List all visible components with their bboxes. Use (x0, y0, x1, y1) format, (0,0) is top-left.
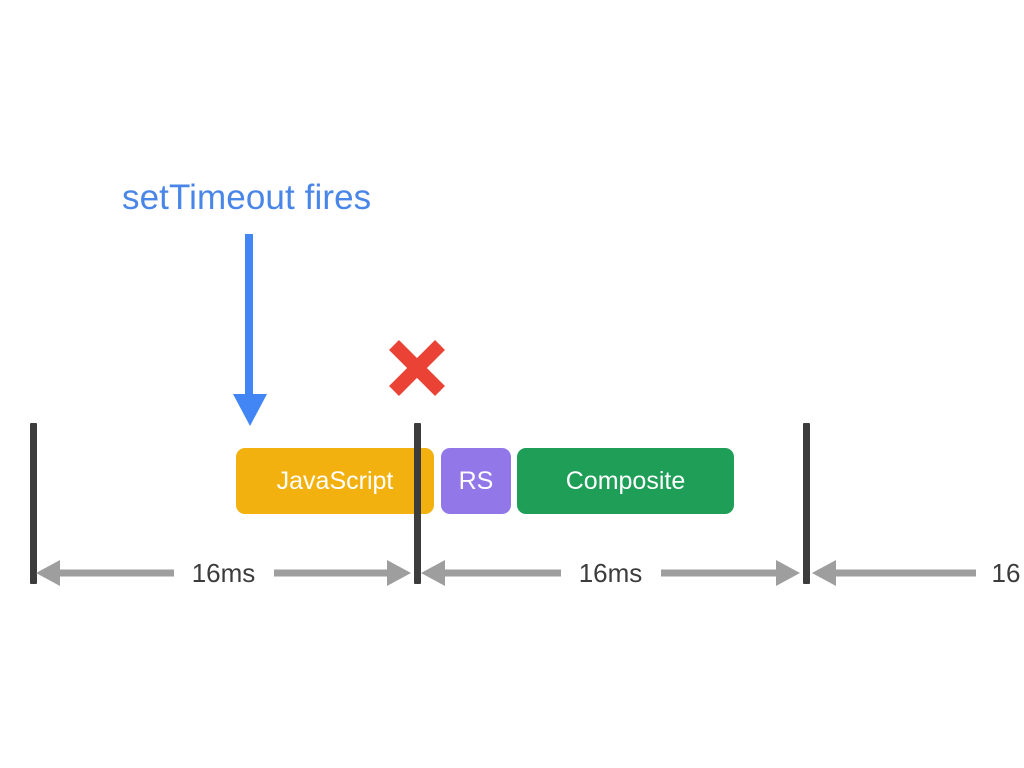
task-block-label: Composite (565, 466, 686, 495)
task-block-label: JavaScript (276, 466, 394, 495)
frame-boundary-tick-end (803, 423, 810, 584)
settimeout-pointer-arrow (228, 234, 272, 430)
task-track: JavaScript RS Composite (0, 448, 1024, 514)
task-block-recalc-style[interactable]: RS (441, 448, 511, 514)
missed-frame-x-icon (385, 336, 449, 400)
task-block-label: RS (458, 466, 494, 495)
frame-boundary-tick-start (30, 423, 37, 584)
duration-label-1: 16ms (173, 552, 274, 594)
task-block-composite[interactable]: Composite (517, 448, 734, 514)
task-block-javascript[interactable]: JavaScript (236, 448, 434, 514)
duration-label-3-clipped: 16 (976, 552, 1024, 594)
settimeout-annotation-label: setTimeout fires (122, 178, 372, 217)
frame-boundary-tick-mid (414, 423, 421, 584)
duration-label-2: 16ms (560, 552, 661, 594)
duration-measure-row: 16ms 16ms 16 (0, 552, 1024, 594)
